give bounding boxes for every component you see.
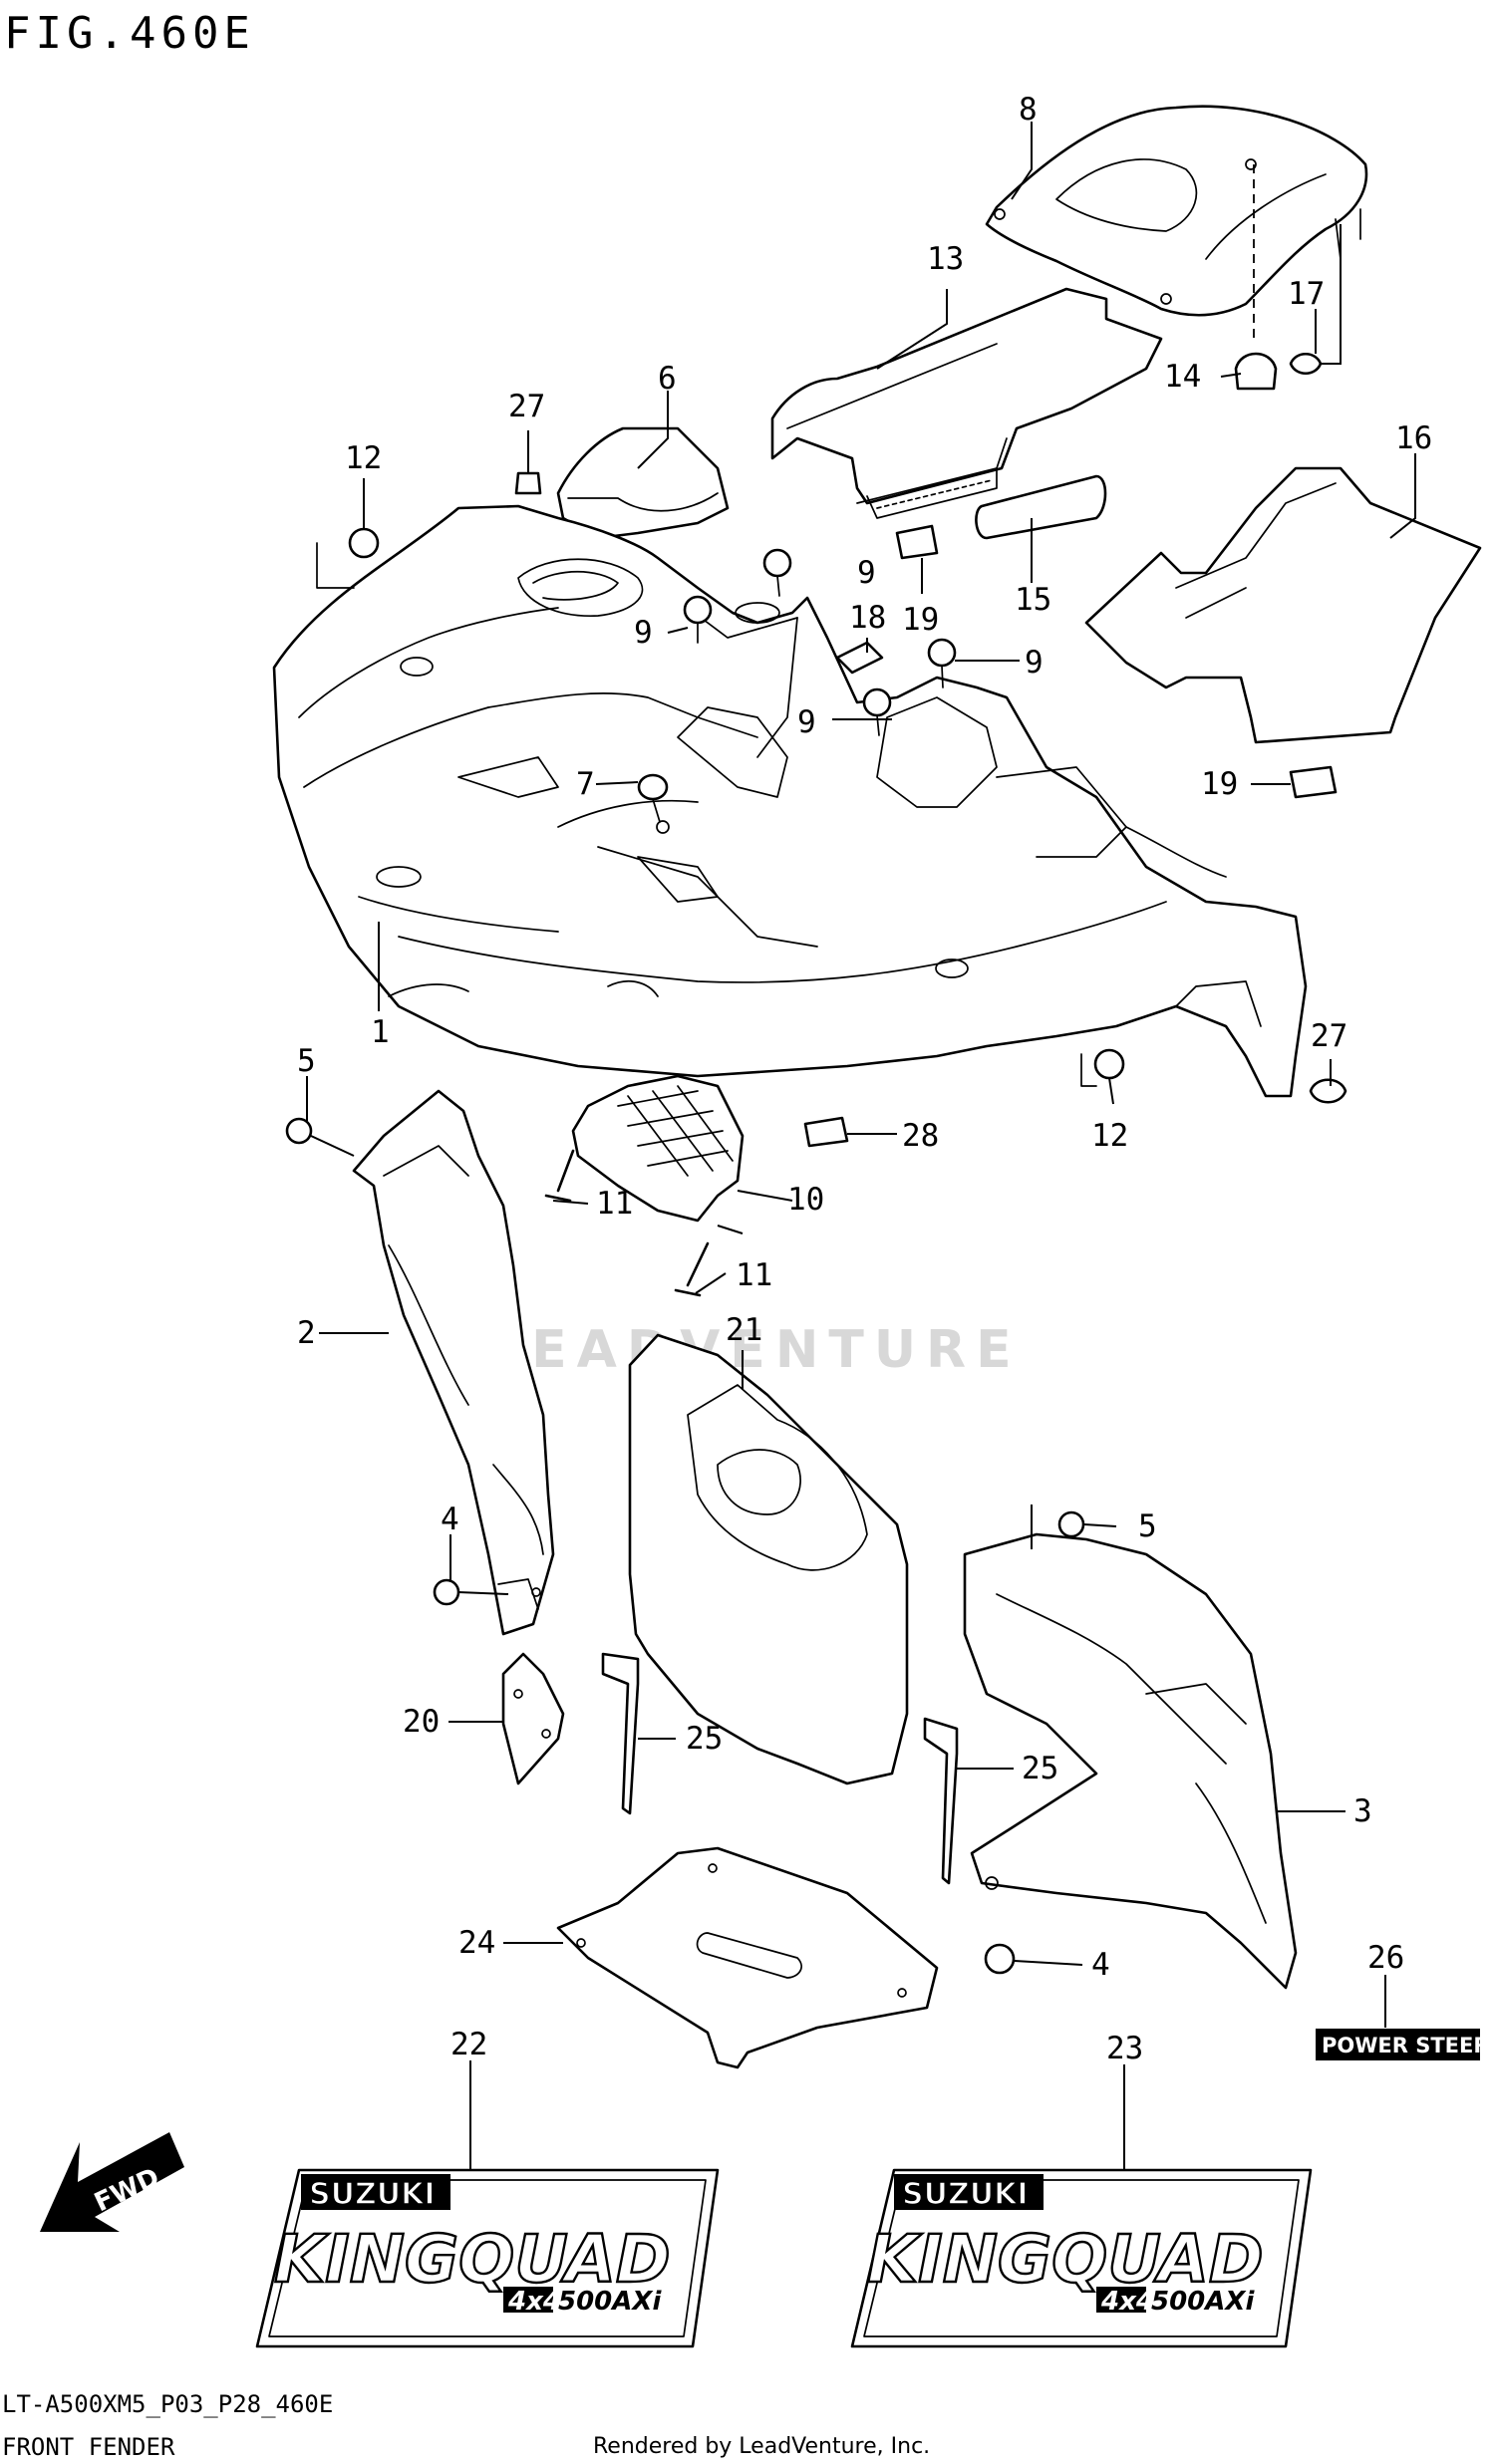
decal-23-badge-left: 4x4: [1100, 2287, 1154, 2317]
callout-17: 17: [1288, 276, 1325, 312]
callout-13: 13: [927, 241, 964, 277]
decal-22-model: KINGQUAD: [274, 2221, 671, 2298]
decal-23-model: KINGQUAD: [867, 2221, 1264, 2298]
callout-27-top: 27: [508, 389, 545, 424]
part-13-bracket: [770, 287, 1163, 519]
decal-22-badge-right: 500AXi: [558, 2287, 662, 2317]
part-24-plate: [556, 1846, 939, 2069]
callout-9c: 9: [1025, 645, 1044, 681]
figure-title: FIG.460E: [4, 8, 255, 59]
clip-9-group: [683, 548, 957, 736]
figure-code: LT-A500XM5_P03_P28_460E: [2, 2390, 333, 2418]
decal-23-brand: SUZUKI: [902, 2177, 1029, 2212]
callout-19b: 19: [1201, 766, 1238, 802]
part-23-decal: SUZUKI KINGQUAD 4x4 500AXi: [850, 2168, 1313, 2348]
part-19-block-a: [895, 524, 939, 560]
callout-22: 22: [450, 2027, 487, 2062]
part-18-label: [835, 641, 884, 675]
callout-9b: 9: [634, 615, 653, 651]
callout-12-bottom: 12: [1091, 1118, 1128, 1154]
clip-5-4-left: [285, 1117, 509, 1606]
callout-20: 20: [403, 1704, 440, 1740]
callout-3: 3: [1353, 1793, 1372, 1829]
callout-12-top: 12: [345, 440, 382, 476]
callout-1: 1: [371, 1014, 390, 1050]
part-8-cover: [985, 105, 1368, 317]
screw-11-group: [544, 1149, 710, 1297]
part-15-pad: [975, 474, 1107, 540]
callout-5-left: 5: [297, 1043, 316, 1079]
callout-9a: 9: [857, 555, 876, 591]
callout-10: 10: [787, 1182, 824, 1218]
decal-23-badge-right: 500AXi: [1151, 2287, 1255, 2317]
rendered-by: Rendered by LeadVenture, Inc.: [593, 2434, 930, 2459]
part-1-front-fender: [272, 504, 1308, 1098]
callout-labels: 8 13 17 14 6 27 16 12 9 19 15 18 9 9 9 1…: [297, 92, 1432, 2066]
callout-27-right: 27: [1311, 1018, 1347, 1054]
part-3-inner-guard: [963, 1532, 1298, 1990]
clip-27-group: [514, 471, 1347, 1104]
callout-18: 18: [849, 600, 886, 636]
callout-9d: 9: [797, 704, 816, 740]
fwd-arrow: FWD: [40, 2132, 184, 2232]
callout-25a: 25: [686, 1721, 723, 1757]
callout-19a: 19: [902, 602, 939, 638]
clip-12-group: [316, 527, 1125, 1087]
tie-25-group: [601, 1652, 959, 1885]
callout-26: 26: [1367, 1940, 1404, 1976]
callout-15: 15: [1015, 582, 1051, 618]
callout-14: 14: [1164, 359, 1201, 395]
part-16-guard: [1084, 466, 1482, 744]
decal-22-badge-left: 4x4: [507, 2287, 561, 2317]
clip-5-4-right: [984, 1505, 1085, 1975]
callout-8: 8: [1019, 92, 1038, 128]
part-28-block: [803, 1116, 849, 1148]
decal-22-brand: SUZUKI: [309, 2177, 436, 2212]
watermark: LEADVENTURE: [488, 1320, 1022, 1380]
leader-lines: [306, 122, 1416, 2170]
part-10-grille: [571, 1074, 745, 1223]
part-7-grommet: [637, 773, 670, 834]
part-20-bracket: [501, 1652, 565, 1785]
callout-7: 7: [576, 766, 595, 802]
callout-16: 16: [1395, 420, 1432, 456]
part-26-label: POWER STEERING: [1316, 2029, 1495, 2060]
callout-4-left: 4: [441, 1502, 459, 1537]
callout-2: 2: [297, 1315, 316, 1351]
callout-4-right: 4: [1091, 1947, 1110, 1983]
clip-14-17-group: [1234, 164, 1342, 391]
callout-11a: 11: [596, 1186, 633, 1222]
callout-6: 6: [658, 361, 677, 397]
callout-5-right: 5: [1138, 1508, 1157, 1544]
callout-25b: 25: [1022, 1751, 1058, 1786]
part-21-panel: [628, 1333, 909, 1785]
callout-21: 21: [726, 1312, 762, 1348]
section-title: FRONT FENDER: [2, 2433, 175, 2461]
callout-28: 28: [902, 1118, 939, 1154]
callout-23: 23: [1106, 2031, 1143, 2066]
part-6-cap: [556, 426, 730, 540]
callout-11b: 11: [736, 1257, 772, 1293]
power-steering-text: POWER STEERING: [1322, 2034, 1495, 2057]
part-19-block-b: [1289, 765, 1338, 799]
callout-24: 24: [458, 1925, 495, 1961]
part-2-inner-guard: [352, 1089, 555, 1636]
part-22-decal: SUZUKI KINGQUAD 4x4 500AXi: [255, 2168, 720, 2348]
